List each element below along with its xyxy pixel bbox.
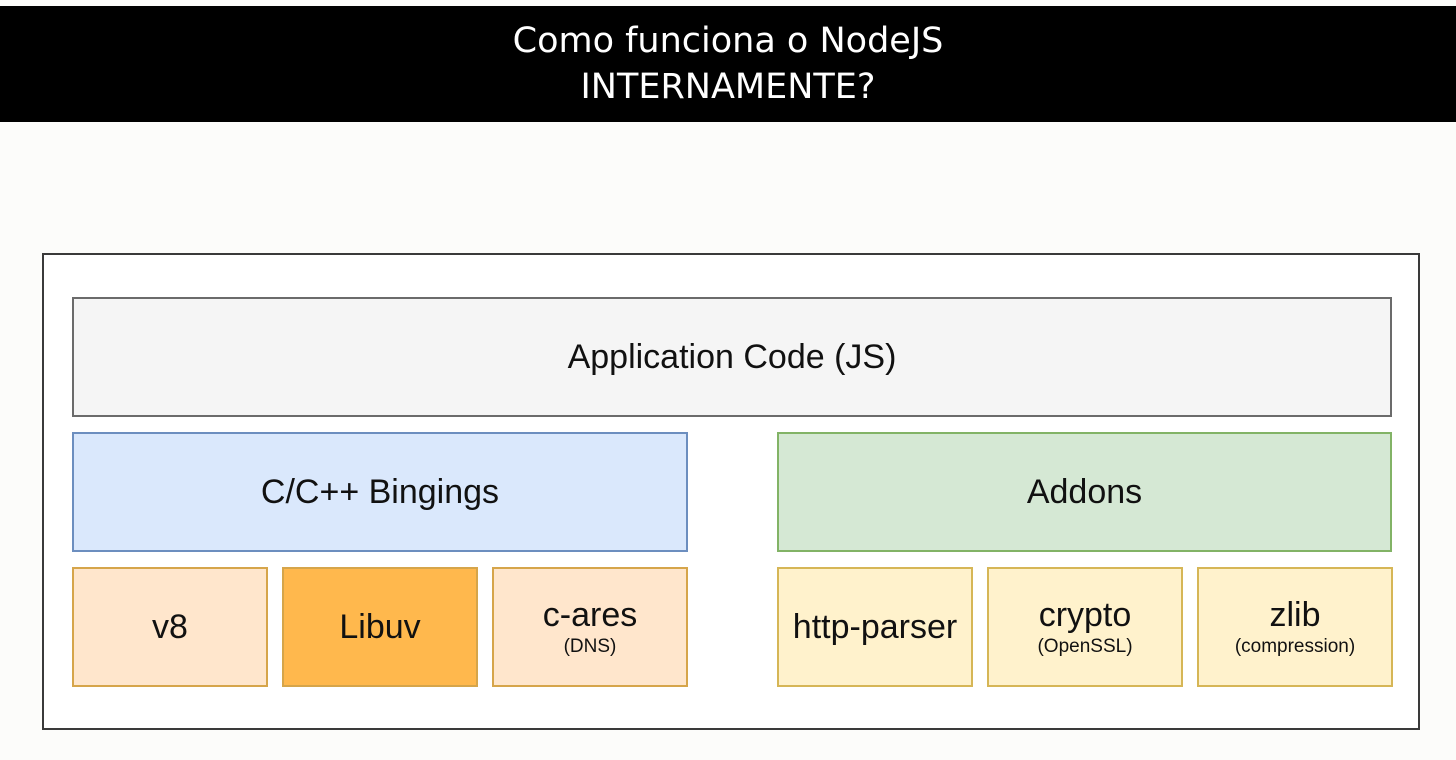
c-ares-label: c-ares [542, 596, 638, 634]
cpp-bindings-box: C/C++ Bingings [72, 432, 688, 552]
slide-title-line1: Como funciona o NodeJS [512, 21, 944, 61]
v8-box: v8 [72, 567, 268, 687]
http-parser-box: http-parser [777, 567, 973, 687]
cpp-bindings-label: C/C++ Bingings [260, 473, 500, 511]
slide-title: Como funciona o NodeJS INTERNAMENTE? [0, 6, 1456, 122]
http-parser-label: http-parser [792, 608, 958, 646]
zlib-label: zlib [1269, 596, 1321, 634]
application-code-box: Application Code (JS) [72, 297, 1392, 417]
slide-title-line2: INTERNAMENTE? [580, 67, 876, 107]
libuv-label: Libuv [339, 608, 421, 646]
addons-label: Addons [1026, 473, 1143, 511]
c-ares-sublabel: (DNS) [563, 636, 617, 657]
zlib-box: zlib (compression) [1197, 567, 1393, 687]
c-ares-box: c-ares (DNS) [492, 567, 688, 687]
libuv-box: Libuv [282, 567, 478, 687]
crypto-label: crypto [1038, 596, 1132, 634]
crypto-box: crypto (OpenSSL) [987, 567, 1183, 687]
v8-label: v8 [152, 608, 188, 646]
application-code-label: Application Code (JS) [567, 338, 897, 376]
addons-box: Addons [777, 432, 1392, 552]
zlib-sublabel: (compression) [1234, 636, 1356, 657]
crypto-sublabel: (OpenSSL) [1037, 636, 1133, 657]
